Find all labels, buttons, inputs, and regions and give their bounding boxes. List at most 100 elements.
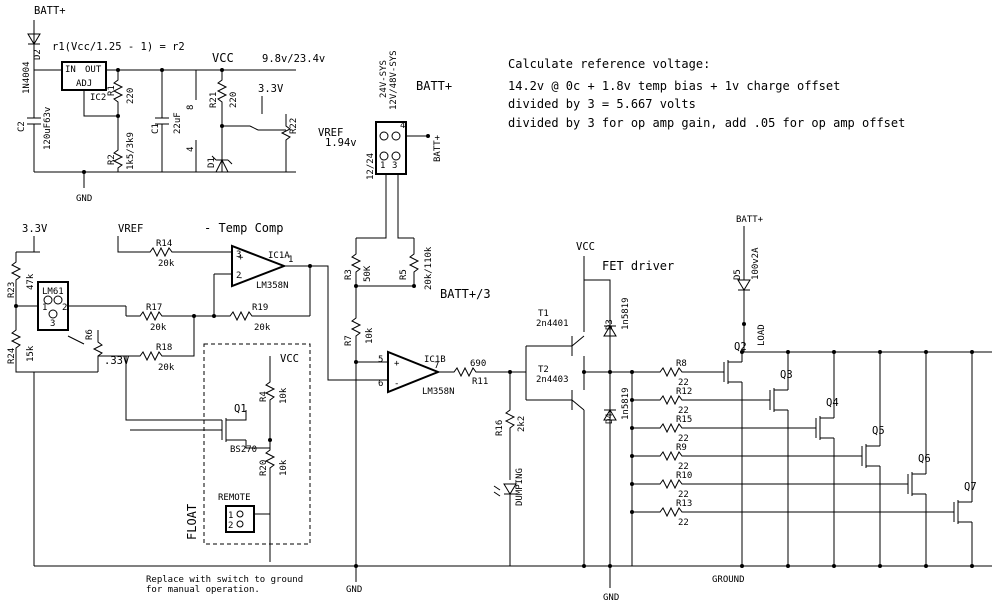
- fet-driver-label: FET driver: [602, 259, 674, 273]
- connector-label-24v: 24V-SYS: [379, 60, 389, 98]
- lm61-pin: [48, 309, 58, 319]
- temp-link-wires: [125, 306, 222, 421]
- temp-vref-label: VREF: [118, 223, 143, 235]
- r11-value: 690: [470, 359, 486, 369]
- connector-pin3: 3: [392, 161, 397, 171]
- gate-resistor-1: [632, 366, 724, 378]
- gate-resistor-label: R9: [676, 443, 687, 453]
- r18-value: 20k: [158, 363, 175, 373]
- junction-dot: [630, 454, 634, 458]
- r11-label: R11: [472, 377, 488, 387]
- junction-dot: [630, 370, 634, 374]
- gate-resistor-value: 22: [678, 518, 689, 528]
- ic1b-part: LM358N: [422, 387, 455, 397]
- junction-dot: [630, 510, 634, 514]
- junction-dot: [786, 564, 790, 568]
- r5-label: R5: [399, 269, 409, 280]
- driver-vcc-label: VCC: [576, 241, 595, 253]
- jumper-pin: [391, 131, 401, 141]
- r18-label: R18: [156, 343, 172, 353]
- gate-resistor-label: R8: [676, 359, 687, 369]
- junction-dot: [426, 134, 430, 138]
- junction-dot: [786, 350, 790, 354]
- d5-label: D5: [733, 269, 743, 280]
- junction-dot: [740, 350, 744, 354]
- r17-r19-resistors: [126, 310, 310, 322]
- ic1a-minus: -: [238, 273, 243, 283]
- remote-connector: [225, 505, 255, 533]
- junction-dot: [116, 114, 120, 118]
- ic1b-minus: -: [394, 379, 399, 389]
- jumper-pin: [391, 151, 401, 161]
- d2-value: 1N4004: [22, 61, 32, 94]
- junction-dot: [630, 398, 634, 402]
- d4-part: 1n5819: [621, 387, 631, 420]
- led-emission-arrows: [493, 485, 501, 497]
- ic1a-part: LM358N: [256, 281, 289, 291]
- c1-label: C1: [151, 123, 161, 134]
- rail-voltage-label: 9.8v/23.4v: [262, 53, 325, 65]
- remote-pin2: 2: [228, 521, 233, 531]
- driver-gnd-label: GND: [603, 593, 619, 603]
- mosfet-q3: [769, 352, 789, 566]
- junction-dot: [742, 322, 746, 326]
- r23-label: R23: [7, 282, 17, 298]
- r1-r2-resistors: [112, 70, 124, 172]
- d2-label: D2: [33, 49, 43, 60]
- q1-mosfet: [130, 410, 270, 449]
- vref-value: 1.94v: [325, 137, 357, 149]
- notes-line3: divided by 3 for op amp gain, add .05 fo…: [508, 116, 905, 130]
- float-label: FLOAT: [185, 504, 199, 540]
- r24-value: 15k: [26, 345, 36, 362]
- ic1b-pin6: 6: [378, 379, 383, 389]
- junction-dot: [608, 370, 612, 374]
- junction-dot: [878, 564, 882, 568]
- remote-label: REMOTE: [218, 493, 251, 503]
- gate-resistor-5: [632, 478, 908, 490]
- connector-batt-plus: BATT+: [416, 79, 452, 93]
- junction-dot: [832, 564, 836, 568]
- r2-value: 1k5/3k9: [126, 132, 136, 170]
- ic1b-label: IC1B: [424, 355, 446, 365]
- mosfet-label: Q5: [872, 425, 885, 437]
- t1-label: T1: [538, 309, 549, 319]
- r1-label: R1: [107, 85, 117, 96]
- gate-resistor-label: R15: [676, 415, 692, 425]
- gate-resistor-value: 22: [678, 490, 689, 500]
- pin4-label: 4: [186, 147, 196, 152]
- notes-section: Calculate reference voltage: 14.2v @ 0c …: [508, 57, 905, 130]
- r7-resistor: [350, 286, 362, 566]
- ic2-in-label: IN: [65, 65, 76, 75]
- gate-resistor-value: 22: [678, 434, 689, 444]
- r6-value: .33V: [104, 355, 130, 367]
- r11-resistor: [438, 366, 526, 378]
- mosfet-label: Q4: [826, 397, 839, 409]
- junction-dot: [740, 564, 744, 568]
- regulator-section: BATT+ D2 1N4004 C2 120uF63v r1(Vcc/1.25 …: [17, 5, 357, 204]
- connector-side-label: 12/24: [366, 153, 376, 180]
- r24-label: R24: [7, 348, 17, 364]
- ic2-out-label: OUT: [85, 65, 102, 75]
- junction-dot: [924, 564, 928, 568]
- r14-resistor: [117, 236, 232, 258]
- lm61-pin1: 1: [42, 303, 47, 313]
- d1-label: D1: [207, 157, 217, 168]
- r3-value: 50K: [363, 265, 373, 282]
- r22-potentiometer: [222, 96, 291, 172]
- junction-dot: [630, 426, 634, 430]
- vcc-label: VCC: [212, 51, 234, 65]
- ic1a-label: IC1A: [268, 251, 290, 261]
- junction-dot: [354, 360, 358, 364]
- connector-pin1: 1: [380, 161, 385, 171]
- t2-part: 2n4403: [536, 375, 569, 385]
- junction-dot: [970, 350, 974, 354]
- r5-resistor: [356, 238, 420, 287]
- junction-dot: [878, 350, 882, 354]
- t2-label: T2: [538, 365, 549, 375]
- r20-value: 10k: [279, 459, 289, 476]
- r5-value: 20k/110k: [424, 246, 434, 290]
- r16-label: R16: [495, 420, 505, 436]
- t1-part: 2n4401: [536, 319, 569, 329]
- gnd-label: GND: [76, 194, 92, 204]
